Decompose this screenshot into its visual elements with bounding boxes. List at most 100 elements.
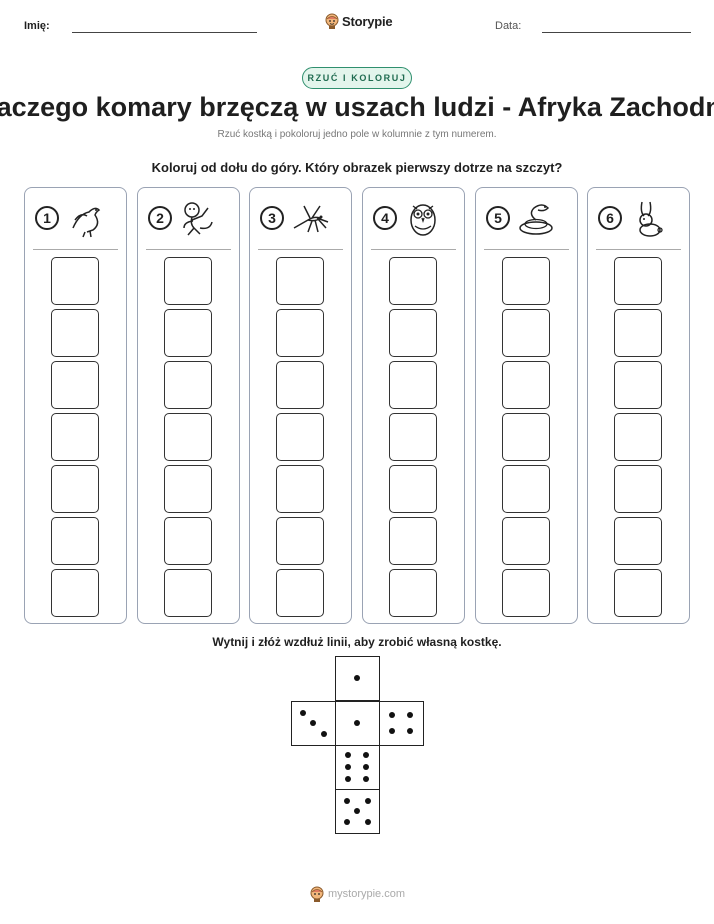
name-label: Imię: (24, 20, 50, 32)
column-number: 6 (598, 206, 622, 230)
dice-pip (407, 728, 414, 735)
column-header: 5 (486, 198, 556, 238)
date-field[interactable] (542, 32, 691, 33)
column-5: 5 (475, 187, 578, 624)
color-cell[interactable] (389, 517, 437, 565)
color-cell[interactable] (276, 465, 324, 513)
dice-pip (354, 675, 360, 681)
dice-pip (299, 709, 306, 716)
brand-logo: Storypie (325, 13, 393, 29)
color-cell[interactable] (164, 309, 212, 357)
column-number: 3 (260, 206, 284, 230)
dice-pip (343, 818, 350, 825)
dice-pip (407, 711, 414, 718)
color-cell[interactable] (51, 309, 99, 357)
color-cell[interactable] (164, 413, 212, 461)
brand-name: Storypie (342, 13, 393, 29)
color-cell[interactable] (164, 257, 212, 305)
color-cell[interactable] (51, 257, 99, 305)
dice-face-5 (335, 789, 380, 834)
color-cell[interactable] (614, 413, 662, 461)
column-header: 1 (35, 198, 105, 238)
color-cell[interactable] (389, 361, 437, 409)
color-cell[interactable] (51, 465, 99, 513)
color-cell[interactable] (164, 361, 212, 409)
color-cell[interactable] (389, 569, 437, 617)
column-number: 2 (148, 206, 172, 230)
pie-mascot-icon (325, 13, 339, 29)
color-cell[interactable] (502, 257, 550, 305)
owl-icon (410, 204, 436, 236)
color-cell[interactable] (502, 465, 550, 513)
dice-pip (344, 764, 351, 770)
column-divider (258, 249, 343, 250)
footer-url[interactable]: mystorypie.com (328, 888, 406, 900)
color-cell[interactable] (276, 257, 324, 305)
color-cell[interactable] (614, 257, 662, 305)
color-cell[interactable] (502, 361, 550, 409)
color-cell[interactable] (389, 413, 437, 461)
color-cell[interactable] (389, 465, 437, 513)
column-number: 1 (35, 206, 59, 230)
dice-face-4 (379, 701, 424, 746)
color-cell[interactable] (502, 413, 550, 461)
column-header: 6 (598, 198, 668, 238)
dice-pip (354, 720, 360, 726)
dice-pip (320, 730, 327, 737)
footer: mystorypie.com (310, 886, 405, 902)
color-cell[interactable] (164, 517, 212, 565)
bird-icon (72, 207, 101, 238)
color-cell[interactable] (51, 413, 99, 461)
color-cell[interactable] (51, 569, 99, 617)
dice-net-title: Wytnij i złóż wzdłuż linii, aby zrobić w… (212, 635, 502, 649)
dice-face-6 (335, 745, 380, 790)
dice-pip (363, 752, 370, 759)
color-cell[interactable] (276, 309, 324, 357)
name-field[interactable] (72, 32, 257, 33)
color-cell[interactable] (502, 309, 550, 357)
page-title: Dlaczego komary brzęczą w uszach ludzi -… (0, 92, 714, 122)
column-2: 2 (137, 187, 240, 624)
page-subtitle: Rzuć kostką i pokoloruj jedno pole w kol… (217, 129, 497, 140)
color-cell[interactable] (389, 309, 437, 357)
color-cell[interactable] (164, 465, 212, 513)
color-cell[interactable] (51, 517, 99, 565)
column-header: 4 (373, 198, 443, 238)
rabbit-icon (639, 201, 663, 237)
color-cell[interactable] (389, 257, 437, 305)
dice-face-3 (291, 701, 336, 746)
color-cell[interactable] (276, 413, 324, 461)
dice-face-1 (335, 701, 380, 746)
color-cell[interactable] (164, 569, 212, 617)
column-divider (596, 249, 681, 250)
dice-pip (363, 764, 370, 770)
dice-pip (364, 818, 371, 825)
color-cell[interactable] (502, 517, 550, 565)
column-divider (371, 249, 456, 250)
color-cell[interactable] (502, 569, 550, 617)
color-cell[interactable] (614, 361, 662, 409)
snake-icon (519, 204, 553, 235)
column-header: 2 (148, 198, 218, 238)
color-cell[interactable] (614, 465, 662, 513)
dice-pip (364, 797, 371, 804)
dice-pip (363, 775, 370, 782)
activity-badge: RZUĆ I KOLORUJ (302, 67, 412, 89)
column-divider (33, 249, 118, 250)
column-divider (484, 249, 569, 250)
color-cell[interactable] (276, 569, 324, 617)
color-cell[interactable] (614, 569, 662, 617)
dice-pip (388, 711, 395, 718)
dice-pip (310, 720, 316, 726)
color-cell[interactable] (276, 361, 324, 409)
color-cell[interactable] (276, 517, 324, 565)
dice-pip (344, 775, 351, 782)
color-cell[interactable] (614, 309, 662, 357)
dice-pip (388, 728, 395, 735)
column-6: 6 (587, 187, 690, 624)
pie-mascot-icon (310, 886, 324, 902)
color-cell[interactable] (614, 517, 662, 565)
mosquito-icon (293, 205, 329, 233)
color-cell[interactable] (51, 361, 99, 409)
dice-pip (344, 752, 351, 759)
